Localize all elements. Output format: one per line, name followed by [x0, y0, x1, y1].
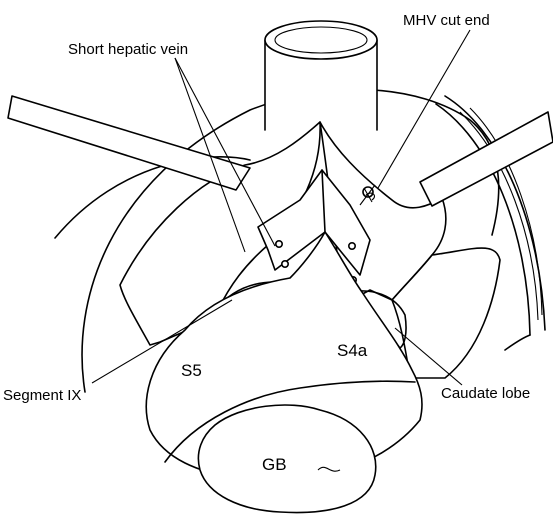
left-retractor: [8, 96, 250, 190]
vena-cava-tube: [265, 20, 377, 130]
mhv-cut-end-mark: [360, 185, 375, 205]
label-s5: S5: [181, 361, 202, 380]
label-mhv-cut-end: MHV cut end: [403, 12, 490, 29]
label-segment-ix: Segment IX: [3, 387, 81, 404]
label-caudate-lobe: Caudate lobe: [441, 385, 530, 402]
right-vertical-hatch: [392, 248, 500, 378]
short-hepatic-vein-orifice: [282, 261, 288, 267]
label-gb: GB: [262, 455, 287, 474]
right-retractor: [420, 112, 553, 206]
label-short-hepatic-vein: Short hepatic vein: [68, 41, 188, 58]
label-s4a: S4a: [337, 341, 368, 360]
short-hepatic-vein-orifice: [276, 241, 282, 247]
short-hepatic-vein-orifice: [349, 243, 355, 249]
